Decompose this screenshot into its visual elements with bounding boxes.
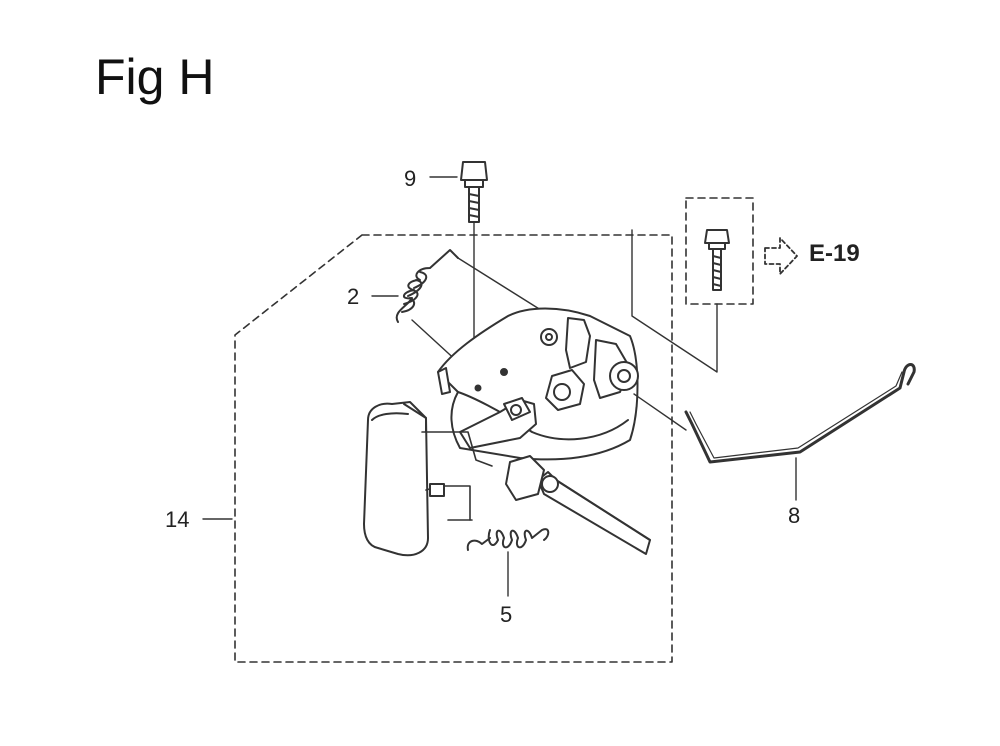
rod-8 bbox=[684, 363, 916, 501]
callout-14: 14 bbox=[165, 507, 190, 532]
figure-title: Fig H bbox=[95, 49, 215, 105]
arrow-right-icon bbox=[764, 237, 798, 275]
reference-box bbox=[631, 197, 754, 373]
callout-2: 2 bbox=[347, 284, 360, 309]
choke-arm bbox=[505, 455, 651, 555]
lever-cover bbox=[363, 401, 493, 557]
assembly-boundary bbox=[234, 234, 673, 663]
callout-9: 9 bbox=[404, 166, 417, 191]
spring-5 bbox=[466, 528, 550, 597]
callout-8: 8 bbox=[788, 503, 801, 528]
reference-bolt bbox=[704, 229, 730, 291]
reference-label: E-19 bbox=[809, 240, 860, 267]
bolt-9 bbox=[460, 161, 488, 371]
control-lever bbox=[459, 397, 537, 449]
callout-5: 5 bbox=[500, 602, 513, 627]
